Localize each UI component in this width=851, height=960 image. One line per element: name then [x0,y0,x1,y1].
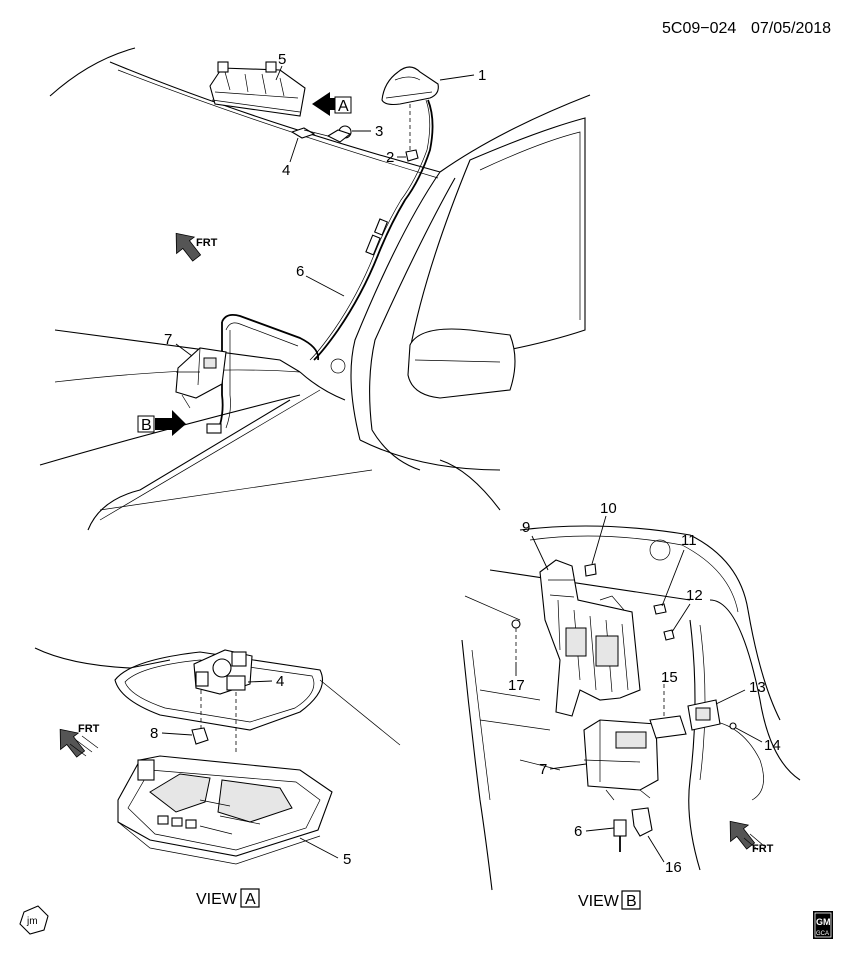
callouts-view-b: 6 7 9 10 11 12 13 14 15 16 17 [508,500,781,876]
view-b-detail [461,525,801,891]
view-a-callout-4: 4 [276,673,284,690]
front-direction-arrow-icon: FRT [59,723,100,758]
vehicle-top-view [39,47,591,531]
antenna-nut [405,149,419,162]
svg-text:B: B [141,417,152,434]
callout-1: 1 [478,67,486,84]
svg-text:GCA: GCA [816,931,829,937]
svg-text:FRT: FRT [752,843,774,855]
jm-logo-icon: jm [19,905,49,935]
view-a-callout-8: 8 [150,725,158,742]
antenna-cable [206,99,434,434]
svg-text:jm: jm [26,916,38,927]
callout-5: 5 [278,51,286,68]
view-b-callout-14: 14 [764,737,781,754]
svg-text:FRT: FRT [78,723,100,735]
callouts-top-view: 1 2 3 4 5 6 7 [164,51,486,357]
overhead-console-top [209,61,306,117]
view-b-callout-13: 13 [749,679,766,696]
callouts-view-a: 4 5 8 [150,673,351,868]
view-a-callout-5: 5 [343,851,351,868]
view-b-callout-15: 15 [661,669,678,686]
view-b-callout-17: 17 [508,677,525,694]
console-clip-and-bracket [290,125,352,143]
view-b-callout-7: 7 [539,761,547,778]
svg-text:A: A [245,891,256,908]
diagram-code: 5C09−024 [662,20,736,37]
callout-2: 2 [386,149,394,166]
callout-4: 4 [282,162,290,179]
svg-text:B: B [626,893,637,910]
svg-text:VIEW: VIEW [196,891,238,908]
view-b-callout-11: 11 [681,532,697,549]
front-direction-arrow-icon: FRT [175,232,218,262]
view-b-label: VIEW B [578,890,641,910]
roof-antenna [381,66,439,150]
view-a-detail [34,647,401,865]
front-direction-arrow-icon: FRT [729,820,774,855]
callout-3: 3 [375,123,383,140]
svg-text:FRT: FRT [196,237,218,249]
control-module-top [175,347,227,409]
callout-6: 6 [296,263,304,280]
svg-text:GM: GM [816,917,831,927]
view-arrow-icon: B [137,410,186,436]
view-b-callout-9: 9 [522,519,530,536]
svg-text:A: A [338,98,349,115]
view-b-callout-6: 6 [574,823,582,840]
diagram-date: 07/05/2018 [751,20,831,37]
view-a-label: VIEW A [196,888,260,908]
view-arrow-icon: A [312,92,352,116]
view-b-callout-12: 12 [686,587,703,604]
svg-text:VIEW: VIEW [578,893,620,910]
view-b-callout-16: 16 [665,859,682,876]
view-b-callout-10: 10 [600,500,617,517]
gm-logo-icon: GM GCA [813,911,833,939]
callout-7: 7 [164,331,172,348]
